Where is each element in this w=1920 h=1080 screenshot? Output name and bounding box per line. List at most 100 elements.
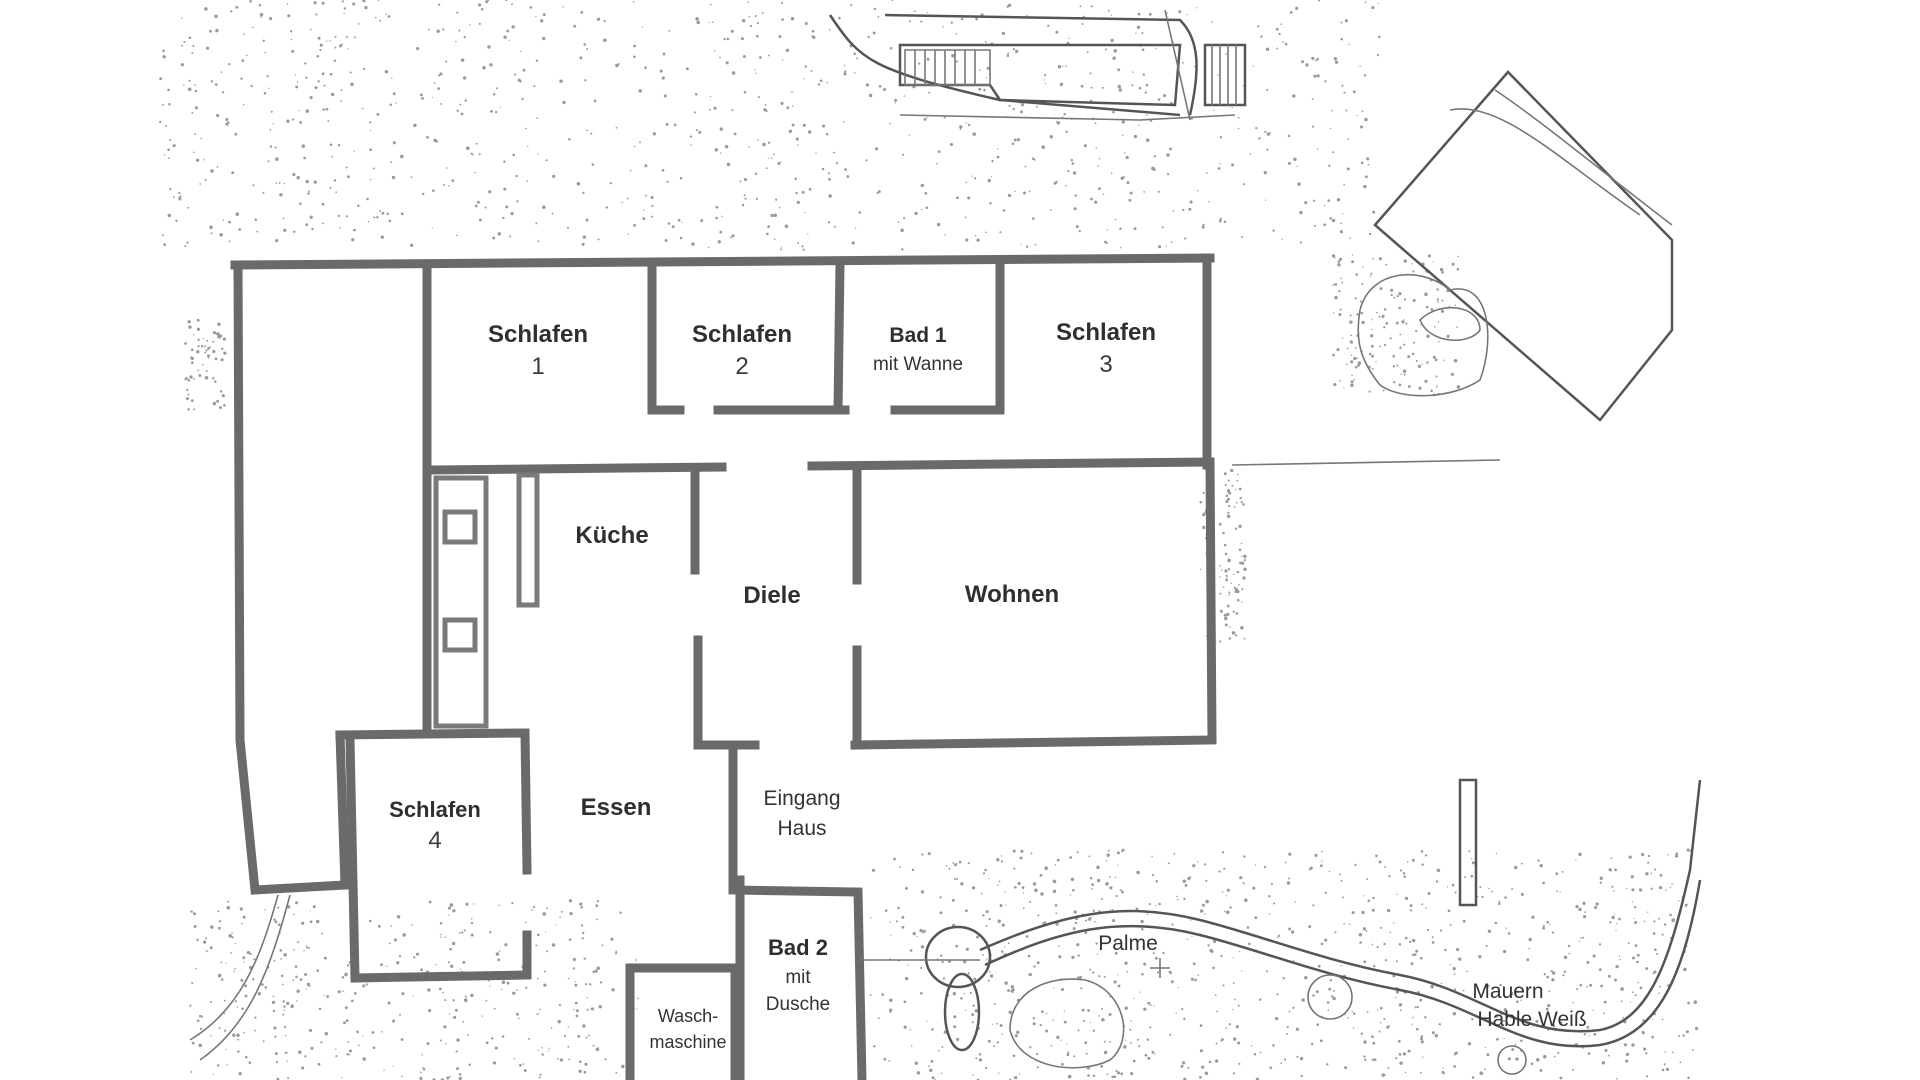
stipple-dot (651, 204, 654, 208)
label-schlafen-1: Schlafen (488, 321, 588, 348)
stipple-dot (1203, 913, 1206, 915)
stipple-dot (1436, 298, 1439, 301)
stipple-dot (1447, 336, 1449, 339)
stipple-dot (733, 132, 737, 136)
stipple-dot (199, 183, 202, 185)
stipple-dot (379, 19, 382, 22)
stipple-dot (873, 1045, 876, 1048)
stipple-dot (226, 124, 229, 127)
stipple-dot (1539, 1068, 1543, 1072)
stipple-dot (261, 983, 264, 986)
stipple-dot (1337, 260, 1341, 263)
stipple-dot (1032, 217, 1035, 220)
stipple-dot (1384, 1074, 1387, 1076)
stipple-dot (1404, 936, 1408, 940)
stipple-dot (293, 230, 296, 234)
stipple-dot (1643, 1047, 1647, 1051)
stipple-dot (535, 222, 538, 225)
stipple-dot (1223, 472, 1227, 476)
stipple-dot (1082, 1019, 1086, 1023)
stipple-dot (577, 1034, 581, 1038)
stipple-dot (1240, 235, 1244, 239)
stipple-dot (1557, 1051, 1560, 1054)
stipple-dot (1294, 901, 1296, 903)
stipple-dot (980, 892, 983, 895)
stipple-dot (315, 919, 320, 924)
stipple-dot (1152, 874, 1155, 877)
stipple-dot (1392, 364, 1396, 368)
stipple-dot (940, 1072, 943, 1075)
stipple-dot (195, 158, 200, 162)
stipple-dot (865, 159, 868, 162)
stipple-dot (1065, 130, 1068, 134)
stipple-dot (1634, 906, 1637, 909)
stipple-dot (281, 983, 284, 986)
stipple-dot (626, 197, 629, 200)
stipple-dot (1328, 164, 1331, 167)
stipple-dot (183, 84, 185, 86)
stipple-dot (159, 77, 163, 81)
stipple-dot (413, 123, 417, 128)
stipple-dot (965, 947, 969, 951)
stipple-dot (568, 137, 571, 141)
stipple-dot (960, 997, 963, 1000)
stipple-dot (512, 153, 515, 157)
stipple-dot (1090, 86, 1093, 89)
stipple-dot (208, 29, 212, 33)
stipple-dot (1107, 849, 1110, 852)
stipple-dot (1239, 496, 1242, 500)
stipple-dot (1123, 948, 1126, 950)
stipple-dot (1575, 904, 1579, 909)
stipple-dot (942, 977, 946, 980)
stipple-dot (939, 911, 943, 915)
stipple-dot (568, 1058, 571, 1061)
stipple-dot (696, 20, 700, 25)
stipple-dot (1072, 927, 1076, 931)
stipple-dot (1053, 987, 1055, 989)
stipple-dot (497, 958, 501, 962)
stipple-dot (765, 109, 768, 113)
stipple-dot (1339, 873, 1342, 876)
stipple-dot (1254, 864, 1257, 866)
stipple-dot (811, 29, 815, 33)
stipple-dot (1029, 901, 1032, 903)
stipple-dot (1039, 873, 1043, 877)
stipple-dot (1113, 980, 1117, 984)
stipple-dot (1409, 904, 1413, 908)
stipple-dot (193, 408, 195, 411)
stipple-dot (1225, 53, 1228, 55)
stipple-dot (1625, 887, 1628, 890)
stipple-dot (726, 162, 731, 167)
stipple-dot (1135, 907, 1139, 911)
stipple-dot (723, 37, 726, 41)
stipple-dot (1109, 996, 1111, 998)
stipple-dot (1228, 637, 1232, 640)
stipple-dot (1231, 631, 1236, 635)
stipple-dot (947, 994, 950, 997)
stipple-dot (1096, 865, 1100, 870)
stipple-dot (241, 59, 245, 62)
label-schlafen-1-number: 1 (531, 353, 544, 380)
stipple-dot (1211, 21, 1213, 23)
stipple-dot (584, 1062, 588, 1066)
stipple-dot (1403, 373, 1406, 376)
stipple-dot (974, 1009, 979, 1013)
stipple-dot (1634, 944, 1638, 947)
stipple-dot (285, 1051, 288, 1054)
stipple-dot (1219, 217, 1222, 220)
stipple-dot (262, 1040, 265, 1043)
stipple-dot (1182, 208, 1185, 212)
stipple-dot (1395, 1057, 1398, 1060)
stipple-dot (1499, 983, 1502, 987)
stipple-dot (290, 30, 293, 33)
stipple-dot (223, 1012, 226, 1015)
stipple-dot (185, 397, 189, 401)
stipple-dot (297, 941, 300, 944)
stipple-dot (551, 212, 554, 215)
stipple-dot (715, 205, 719, 209)
stipple-dot (1434, 1034, 1438, 1038)
stipple-dot (210, 1035, 212, 1037)
stipple-dot (740, 37, 744, 41)
stipple-dot (1050, 1044, 1053, 1047)
stipple-dot (1119, 227, 1122, 230)
